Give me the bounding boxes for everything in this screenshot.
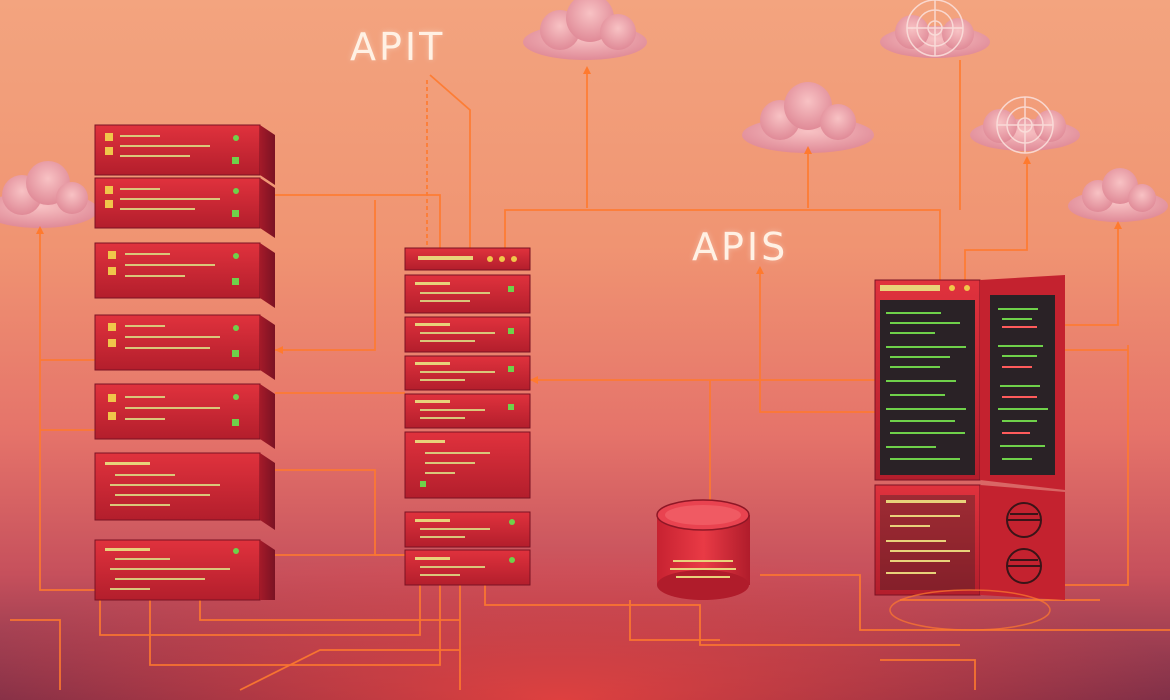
server-unit: [94, 383, 275, 449]
connection-wires: [10, 60, 1170, 691]
center-server-stack: [404, 247, 531, 586]
wire-arrowheads: [36, 66, 1122, 384]
cloud-top-center: [523, 0, 647, 60]
no-entry-icon: [1006, 548, 1042, 584]
heading-apit: APIT: [350, 25, 446, 69]
server-unit: [94, 452, 275, 530]
code-lines: [1002, 326, 1037, 434]
server-unit: [404, 549, 531, 586]
server-unit: [404, 511, 531, 548]
right-server: [874, 275, 1065, 631]
no-entry-icon: [1006, 502, 1042, 538]
server-unit: [94, 177, 275, 238]
server-unit: [94, 314, 275, 380]
code-lines: [998, 308, 1048, 460]
server-unit: [404, 431, 531, 499]
server-unit: [404, 316, 531, 353]
cloud-left: [0, 161, 98, 228]
server-unit: [404, 274, 531, 314]
target-icon: [906, 0, 964, 57]
heading-apis: APIS: [692, 225, 789, 269]
cloud-mid-right: [742, 82, 874, 153]
left-server-stack: [94, 124, 275, 601]
server-unit: [94, 539, 275, 601]
server-unit: [94, 242, 275, 308]
code-lines: [886, 500, 970, 574]
server-unit: [94, 124, 275, 185]
server-unit: [404, 355, 531, 391]
target-icon: [996, 96, 1054, 154]
code-lines: [886, 312, 966, 460]
server-unit: [404, 393, 531, 429]
cloud-far-right: [1068, 168, 1168, 222]
database-cylinder: [656, 499, 750, 600]
